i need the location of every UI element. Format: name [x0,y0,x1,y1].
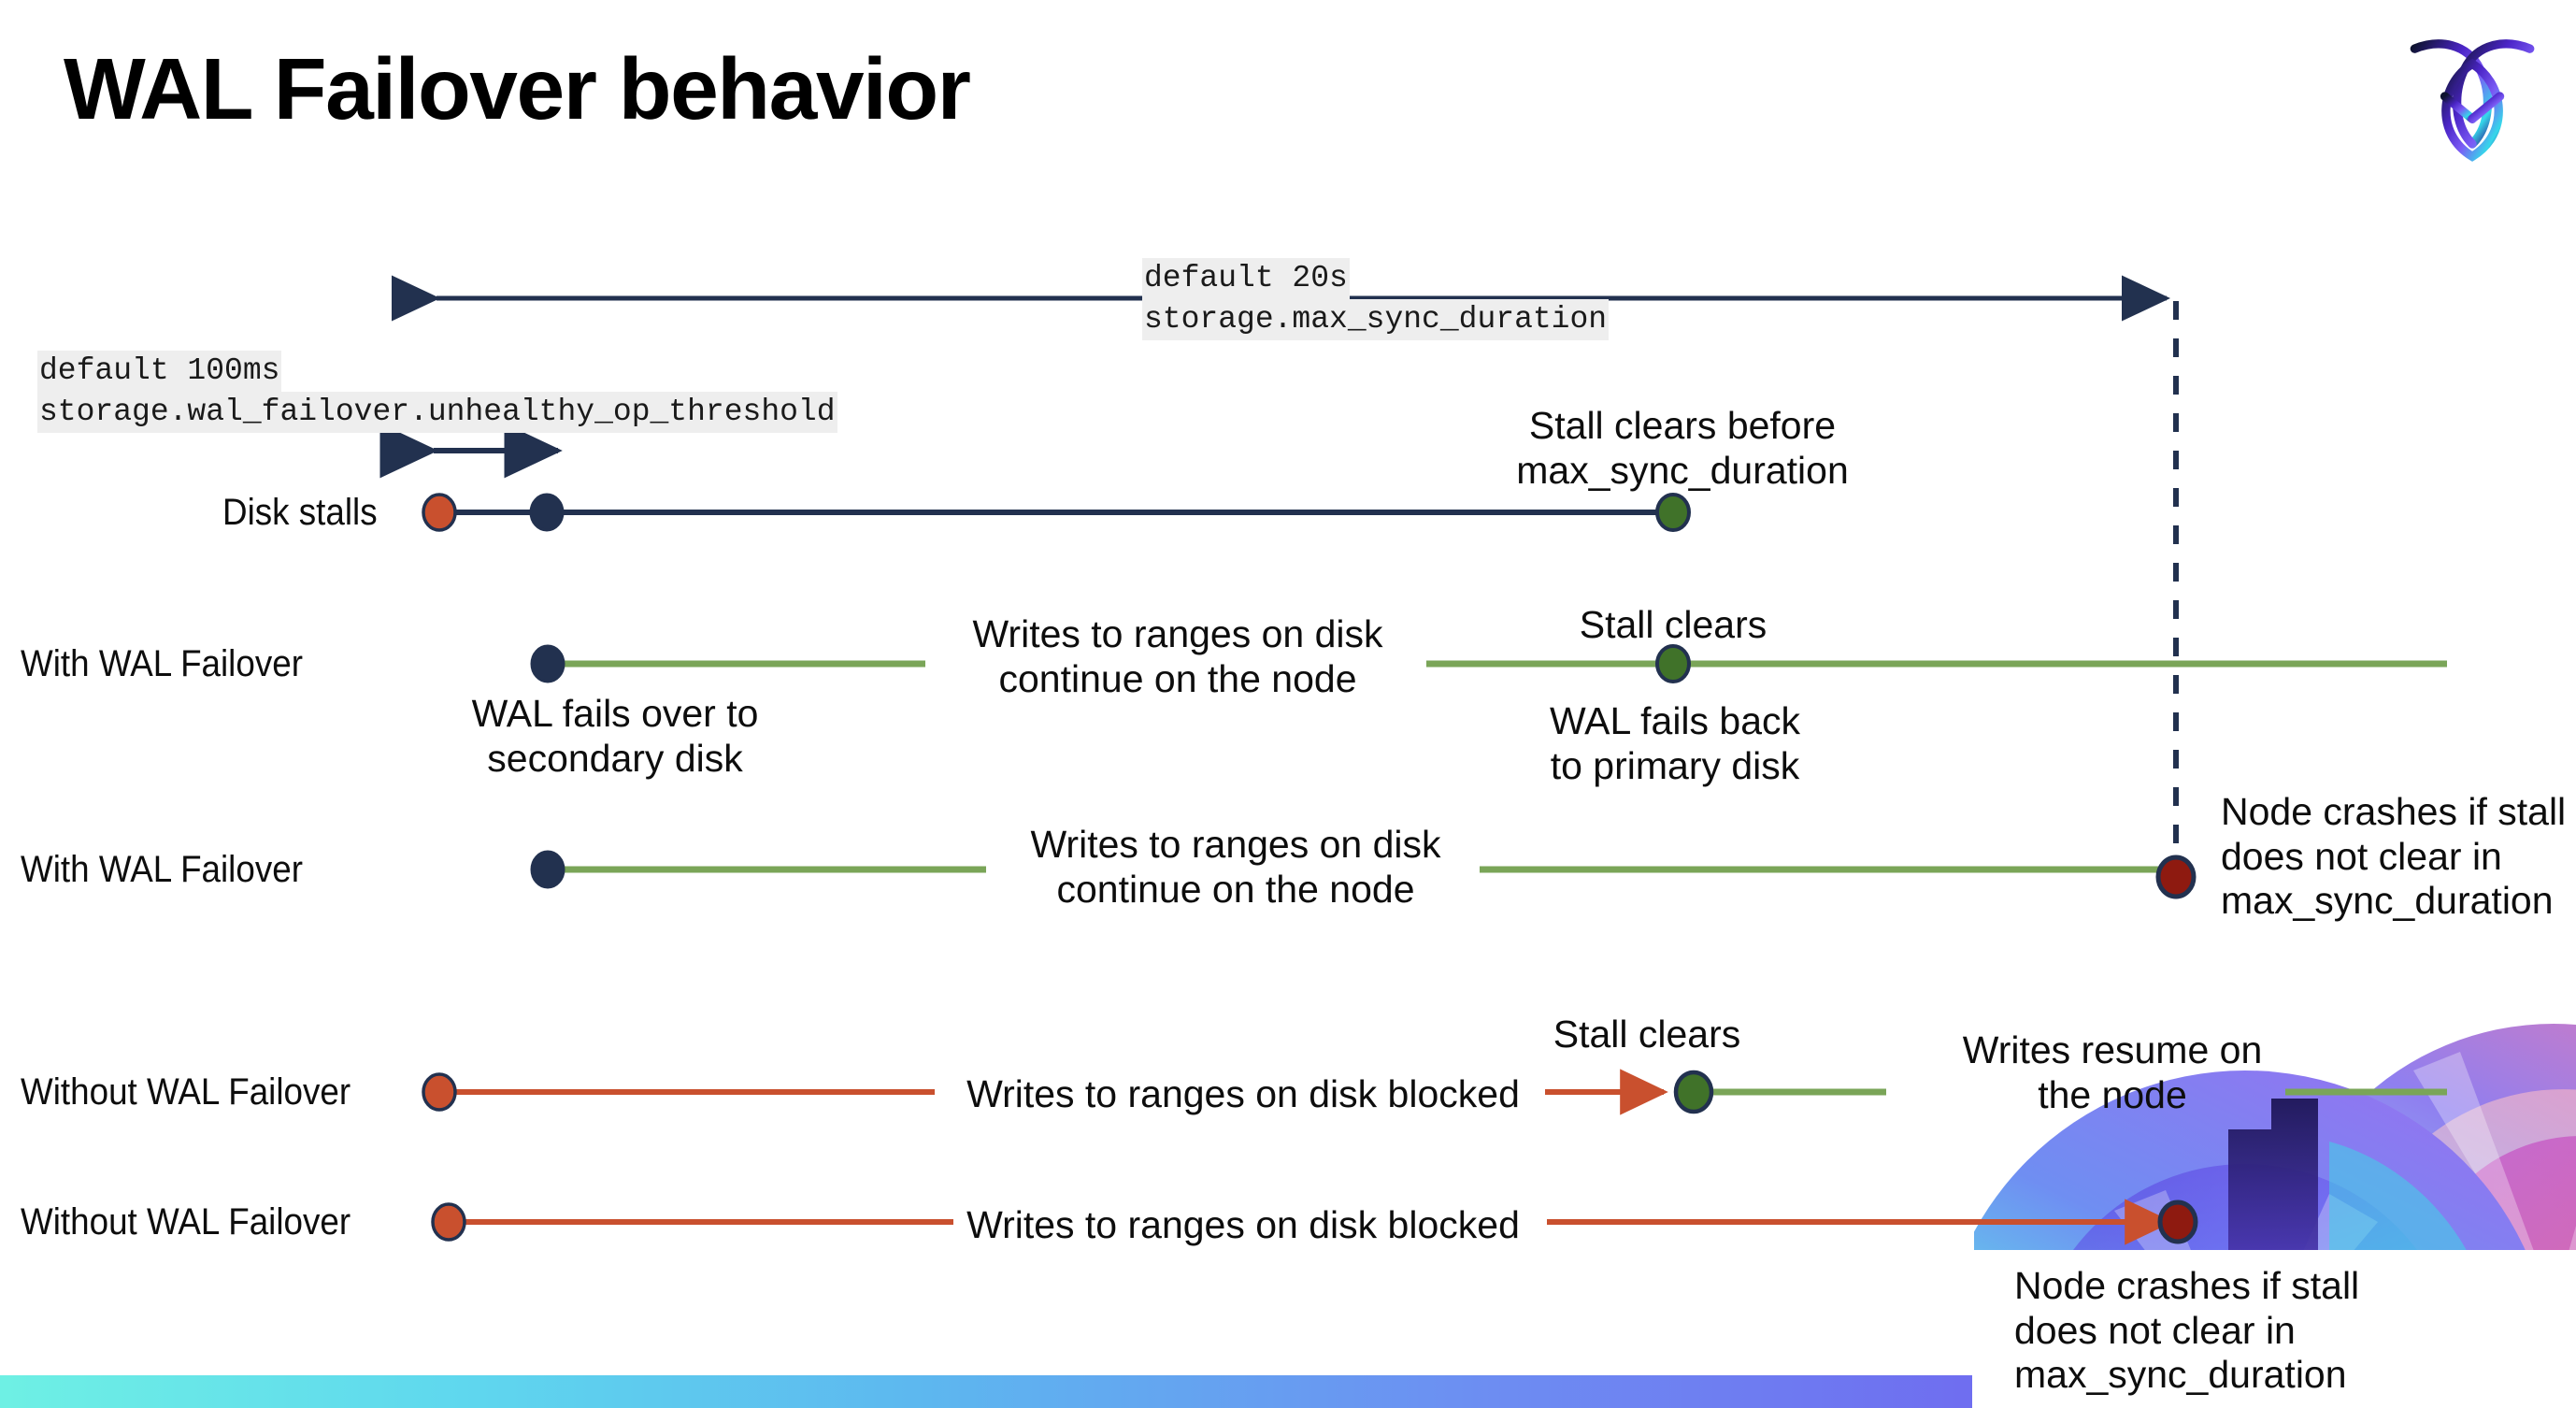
stall-clear-dot [1655,644,1691,683]
disk-stall-start-dot [431,1202,466,1242]
note-writes-blocked-1: Writes to ranges on disk blocked [966,1072,1520,1115]
row-label-without-wal-failover-1: Without WAL Failover [21,1071,351,1113]
row-label-with-wal-failover-1: With WAL Failover [21,643,303,684]
max-sync-duration-annotation: default 20s storage.max_sync_duration [1142,258,1610,341]
disk-stall-start-dot [422,1072,457,1112]
row-label-without-wal-failover-2: Without WAL Failover [21,1201,351,1243]
disk-stall-start-dot [422,493,457,532]
unhealthy-op-setting-label: storage.wal_failover.unhealthy_op_thresh… [37,392,837,434]
note-writes-continue-1: Writes to ranges on disk continue on the… [972,612,1383,700]
unhealthy-op-default-label: default 100ms [37,351,282,393]
note-stall-clears-before-max-sync: Stall clears before max_sync_duration [1516,404,1849,492]
max-sync-default-label: default 20s [1142,258,1350,300]
cockroachdb-logo [2410,39,2535,162]
note-node-crashes-1: Node crashes if stall does not clear in … [2221,790,2567,923]
wal-failover-start-dot [530,644,565,683]
row-with-failover-recovers-track [530,644,2447,683]
page-title: WAL Failover behavior [64,40,971,137]
stall-clear-dot [1673,1070,1714,1114]
stall-clear-dot [1655,493,1691,532]
wal-failover-start-dot [530,850,565,889]
note-stall-clears-1: Stall clears [1579,603,1767,646]
unhealthy-op-threshold-annotation: default 100ms storage.wal_failover.unhea… [37,351,837,434]
wal-failover-trigger-dot [529,493,565,532]
note-writes-blocked-2: Writes to ranges on disk blocked [966,1203,1520,1246]
row-label-with-wal-failover-2: With WAL Failover [21,849,303,890]
row-disk-stalls-track [422,493,1691,532]
note-writes-resume: Writes resume on the node [1962,1028,2263,1116]
row-label-disk-stalls: Disk stalls [222,492,378,533]
max-sync-setting-label: storage.max_sync_duration [1142,299,1610,341]
note-stall-clears-2: Stall clears [1553,1013,1741,1056]
note-node-crashes-2: Node crashes if stall does not clear in … [2014,1264,2360,1397]
node-crash-dot [2155,855,2197,899]
node-crash-callout-box [1972,1250,2576,1408]
note-wal-fails-over: WAL fails over to secondary disk [471,692,759,780]
note-writes-continue-2: Writes to ranges on disk continue on the… [1030,823,1441,911]
note-wal-fails-back: WAL fails back to primary disk [1549,699,1801,787]
